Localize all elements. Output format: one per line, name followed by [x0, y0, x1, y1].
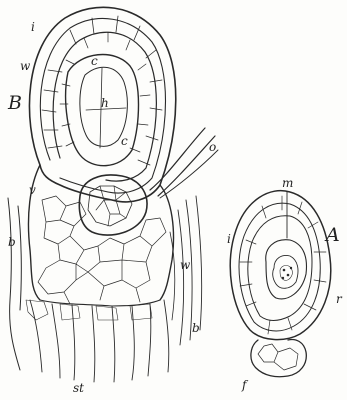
label-v: v — [29, 184, 36, 196]
figure-a-letter: A — [326, 226, 340, 245]
label-b-left: b — [8, 236, 16, 248]
label-r: r — [336, 293, 342, 305]
label-i-b: i — [31, 21, 35, 33]
label-c-lower: c — [121, 135, 128, 147]
label-c-upper: c — [91, 55, 98, 67]
figure-a-drawing — [230, 191, 330, 377]
label-f: f — [242, 379, 246, 391]
label-m: m — [282, 177, 293, 189]
figure-b-drawing — [8, 7, 218, 382]
label-w-right: w — [180, 259, 190, 271]
label-i-a: i — [227, 233, 231, 245]
label-w-b: w — [20, 60, 30, 72]
figure-b-letter: B — [8, 94, 22, 113]
label-h: h — [101, 97, 109, 109]
label-b-right: b — [192, 322, 200, 334]
label-o: o — [209, 141, 216, 153]
label-st: st — [73, 382, 84, 394]
